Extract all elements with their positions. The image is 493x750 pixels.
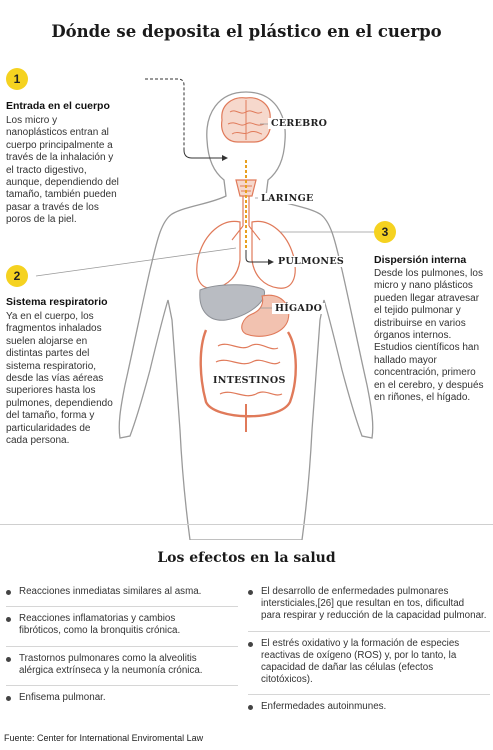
- label-intestinos: INTESTINOS: [210, 375, 289, 386]
- effect-item: El estrés oxidativo y la formación de es…: [248, 632, 490, 696]
- bullet-icon: [248, 641, 253, 647]
- liver-icon: [199, 284, 265, 321]
- effect-item: El desarrollo de enfermedades pulmonares…: [248, 580, 490, 632]
- entry-dashed-line: [145, 78, 185, 150]
- effect-item: Trastornos pulmonares como la alveolitis…: [6, 647, 238, 687]
- effect-item: Enfermedades autoinmunes.: [248, 695, 490, 721]
- body-silhouette: [118, 91, 374, 540]
- section-divider: [0, 524, 493, 525]
- lungs-icon: [196, 220, 296, 289]
- intestines-icon: [199, 329, 297, 432]
- step-2-badge: 2: [6, 265, 28, 287]
- label-laringe: LARINGE: [258, 193, 317, 204]
- lung-arrow: [245, 250, 268, 263]
- effects-title: Los efectos en la salud: [157, 550, 336, 566]
- effect-item: Enfisema pulmonar.: [6, 686, 238, 712]
- step-1-badge: 1: [6, 68, 28, 90]
- bullet-icon: [248, 590, 253, 595]
- bullet-icon: [6, 590, 11, 595]
- step-3-title: Dispersión interna: [374, 254, 467, 266]
- effect-item: Reacciones inmediatas similares al asma.: [6, 580, 238, 608]
- bullet-icon: [6, 617, 11, 623]
- source-note: Fuente: Center for International Envirom…: [4, 733, 204, 743]
- brain-icon: [221, 97, 271, 143]
- label-higado: HÍGADO: [272, 303, 326, 314]
- effects-right-column: El desarrollo de enfermedades pulmonares…: [248, 580, 490, 722]
- effects-left-column: Reacciones inmediatas similares al asma.…: [6, 580, 238, 712]
- bullet-icon: [6, 696, 11, 702]
- body-illustration: [35, 78, 376, 540]
- step-3-badge: 3: [374, 221, 396, 243]
- larynx-icon: [235, 160, 257, 250]
- label-cerebro: CEREBRO: [268, 118, 331, 129]
- bullet-icon: [248, 705, 253, 711]
- bullet-icon: [6, 656, 11, 662]
- page-title: Dónde se deposita el plástico en el cuer…: [51, 22, 442, 41]
- label-pulmones: PULMONES: [275, 256, 348, 267]
- entry-arrow: [183, 149, 222, 159]
- step-2-title: Sistema respiratorio: [6, 296, 108, 308]
- step-1-title: Entrada en el cuerpo: [6, 100, 110, 112]
